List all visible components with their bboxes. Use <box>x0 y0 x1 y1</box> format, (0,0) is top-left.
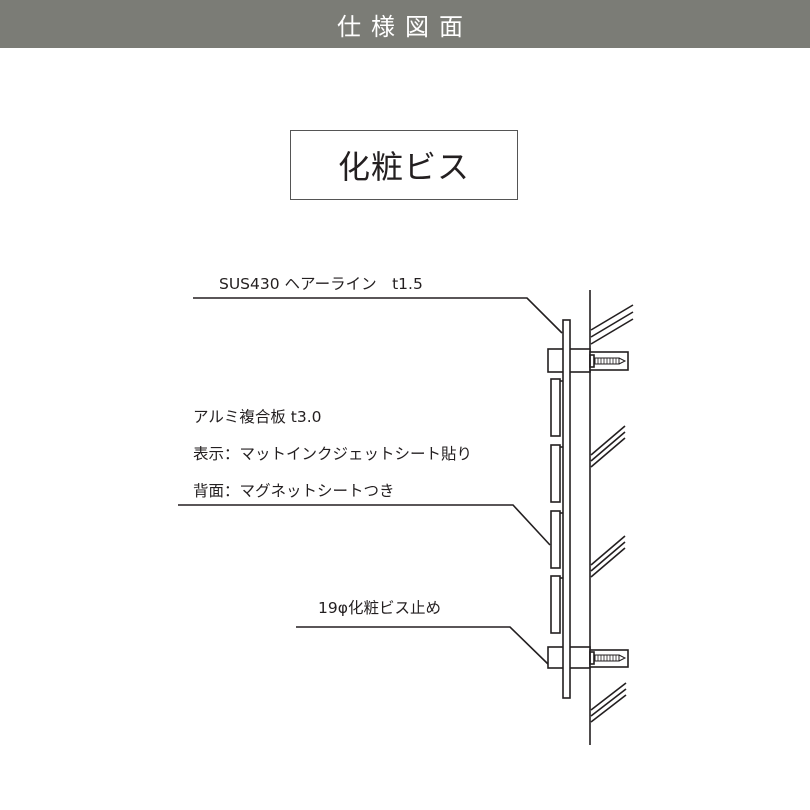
face-plate <box>562 319 571 699</box>
product-title: 化粧ビス <box>337 148 470 186</box>
top-screw-hole <box>589 351 629 371</box>
wall-hatch-1 <box>590 304 634 345</box>
magnet-strip-2 <box>550 444 561 503</box>
magnet-strip-4 <box>550 575 561 634</box>
screw-label: 19φ化粧ビス止め <box>318 599 441 617</box>
panel-back-label: 背面：マグネットシートつき <box>193 482 395 500</box>
panel-leader <box>178 504 551 546</box>
product-title-box: 化粧ビス <box>290 130 518 200</box>
face-plate-leader <box>193 297 563 334</box>
header-title: 仕様図面 <box>337 12 473 41</box>
panel-print-label: 表示：マットインクジェットシート貼り <box>193 445 473 463</box>
page-header: 仕様図面 <box>0 0 810 48</box>
wall-hatch-2 <box>590 425 626 468</box>
magnet-strip-1 <box>550 378 561 437</box>
screw-threads <box>597 358 617 661</box>
bottom-screw-hole <box>589 649 629 668</box>
wall-hatch-3 <box>590 535 626 578</box>
bottom-screw-head <box>589 651 595 665</box>
magnet-strip-3 <box>550 510 561 569</box>
screw-leader <box>296 626 550 666</box>
panel-material-label: アルミ複合板 t3.0 <box>193 408 322 426</box>
wall-hatch-4 <box>590 682 627 723</box>
top-screw-head <box>589 354 595 368</box>
face-plate-label: SUS430 ヘアーライン t1.5 <box>219 275 423 293</box>
